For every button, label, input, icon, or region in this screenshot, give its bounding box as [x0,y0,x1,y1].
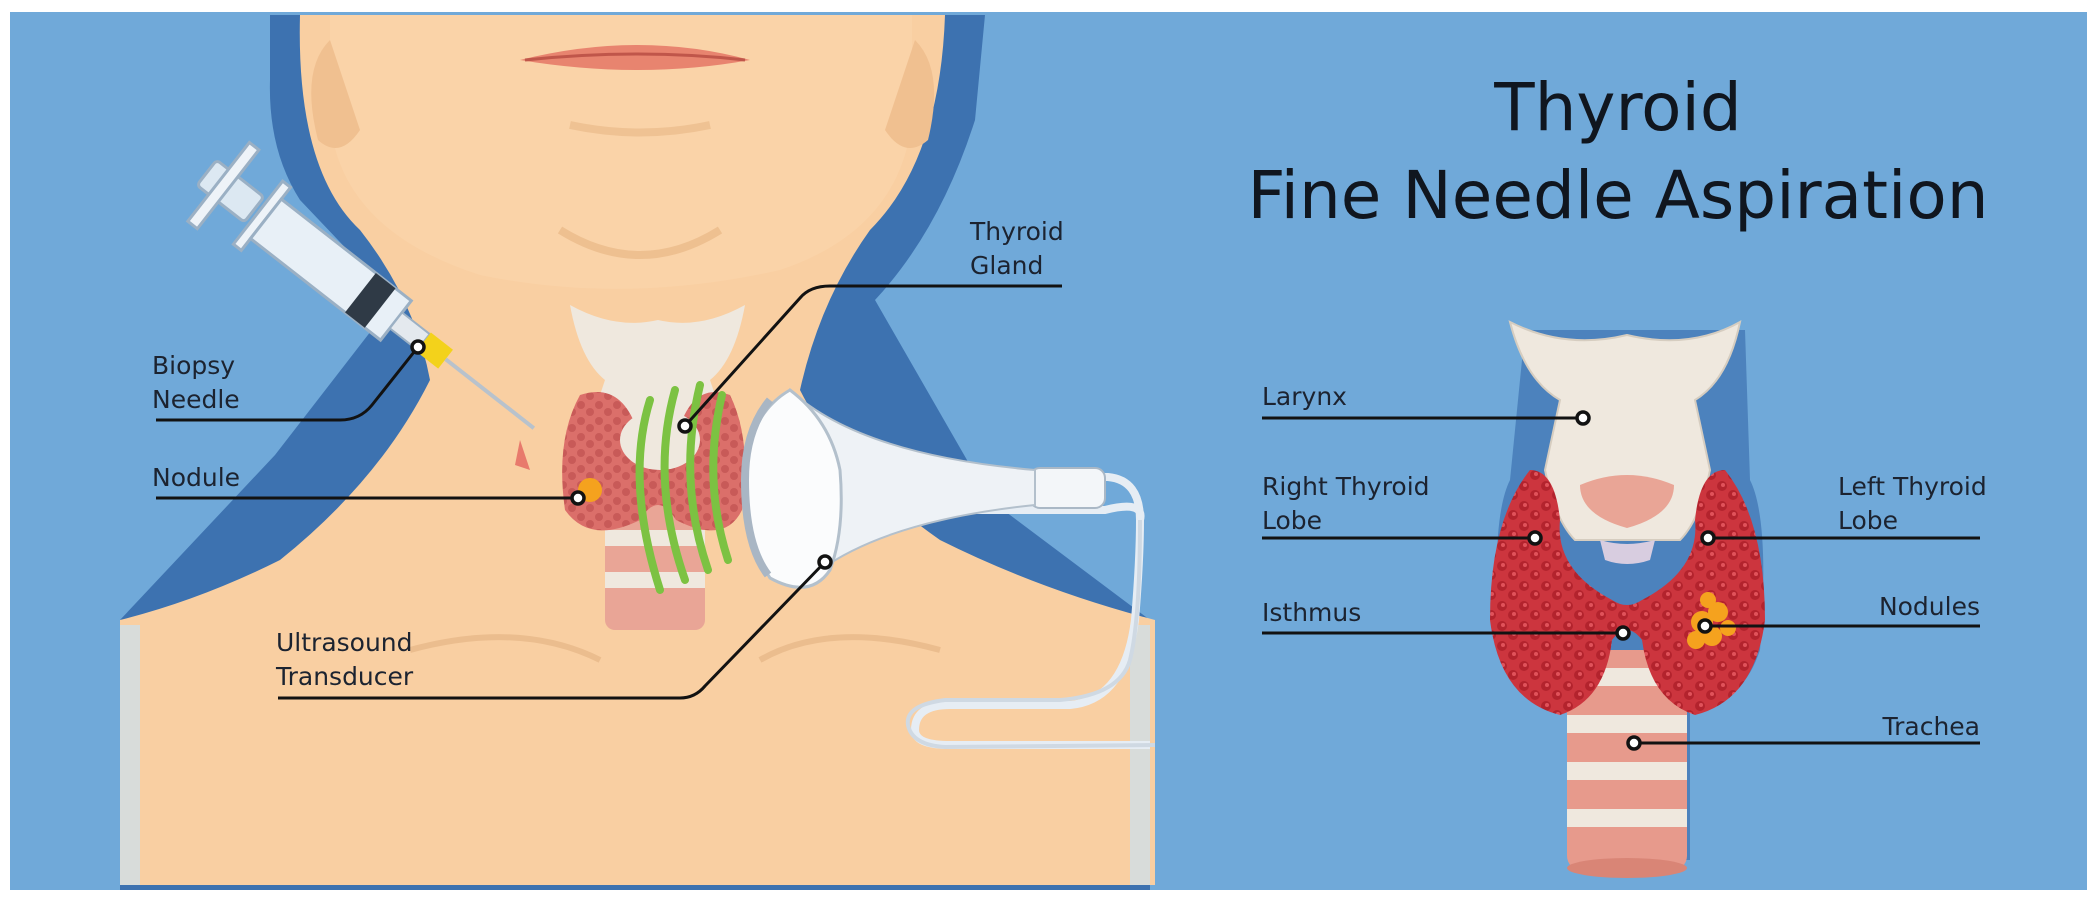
ultrasound-label-1: Ultrasound [276,628,413,657]
ultrasound-label-2: Transducer [275,662,414,691]
left-lobe-label-2: Lobe [1838,506,1898,535]
thyroid-gland-label-2: Gland [970,251,1043,280]
title-line-2: Fine Needle Aspiration [1247,157,1988,234]
title-line-1: Thyroid [1493,69,1742,146]
thyroid-gland-label-1: Thyroid [969,217,1064,246]
left-lobe-label-1: Left Thyroid [1838,472,1987,501]
right-lobe-label-1: Right Thyroid [1262,472,1430,501]
nodules-label: Nodules [1879,592,1980,621]
right-lobe-label-2: Lobe [1262,506,1322,535]
larynx-label: Larynx [1262,382,1347,411]
biopsy-needle-label-2: Needle [152,385,240,414]
biopsy-needle-label-1: Biopsy [152,351,235,380]
trachea-label: Trachea [1882,712,1981,741]
isthmus-label: Isthmus [1262,598,1361,627]
nodule-label: Nodule [152,463,240,492]
